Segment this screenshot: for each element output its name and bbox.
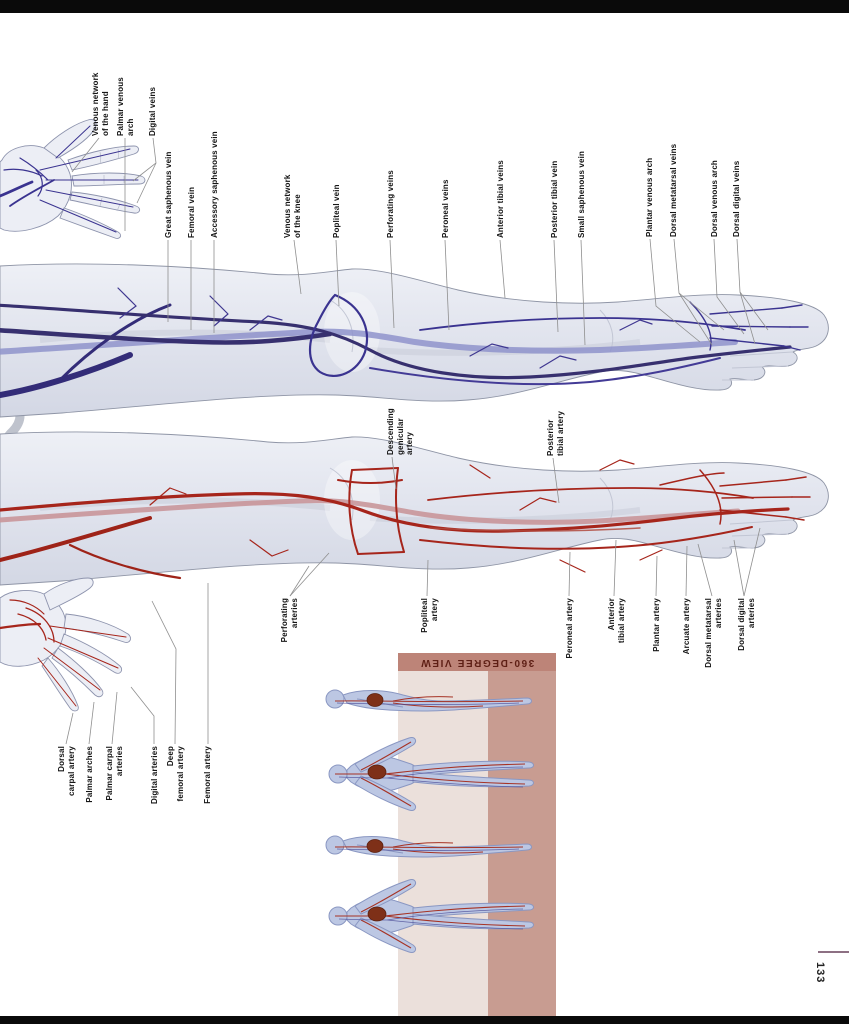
leader-anterior-tibial-artery — [613, 539, 617, 597]
leader-dorsal-digital-veins — [736, 238, 769, 331]
leader-perforating-veins — [389, 239, 395, 329]
vein-leg-illustration — [0, 263, 829, 418]
leader-dorsal-digital-veins — [739, 291, 756, 345]
leader-dorsal-venous-arch — [713, 238, 745, 335]
leader-anterior-tibial-veins — [499, 239, 506, 299]
artery-leg-illustration — [0, 431, 829, 586]
leader-arcuate-artery — [685, 545, 688, 597]
leader-venous-network-of-the-hand — [71, 137, 100, 173]
leader-perforating-arteries — [289, 552, 330, 597]
panel-header: 360-DEGREE VIEW — [398, 653, 556, 671]
leader-digital-arteries — [130, 686, 155, 744]
leader-dorsal-digital-arteries — [743, 527, 761, 597]
leader-palmar-arches — [88, 701, 95, 745]
page-edge-bottom — [0, 1016, 849, 1024]
leader-palmar-carpal-arteries — [111, 691, 118, 745]
leader-dorsal-metatarsal-arteries — [697, 543, 713, 597]
leader-descending-genicular-artery — [391, 456, 397, 490]
leader-perforating-arteries — [289, 565, 310, 597]
artery-hand-illustration — [0, 577, 131, 712]
leader-peroneal-artery — [568, 551, 571, 597]
leader-plantar-venous-arch — [649, 238, 701, 343]
leader-venous-network-of-the-knee — [293, 239, 302, 295]
leader-posterior-tibial-artery — [552, 457, 560, 504]
vein-hand-illustration — [0, 119, 146, 239]
leader-deep-femoral-artery — [151, 600, 177, 745]
page-edge-top — [0, 0, 849, 13]
leader-posterior-tibial-vein — [553, 239, 559, 333]
leader-digital-veins — [132, 137, 157, 182]
leader-plantar-artery — [655, 555, 658, 597]
leader-peroneal-veins — [444, 239, 450, 331]
leader-dorsal-metatarsal-veins — [678, 292, 713, 346]
panel-stripe-rose — [488, 671, 556, 1016]
leader-dorsal-carpal-artery — [65, 712, 74, 745]
page-number-rule — [818, 951, 849, 953]
leader-dorsal-digital-arteries — [733, 539, 745, 597]
leader-digital-veins — [136, 162, 157, 204]
leader-small-saphenous-vein — [580, 239, 586, 346]
leader-popliteal-vein — [335, 239, 340, 307]
leader-popliteal-artery — [426, 559, 429, 597]
